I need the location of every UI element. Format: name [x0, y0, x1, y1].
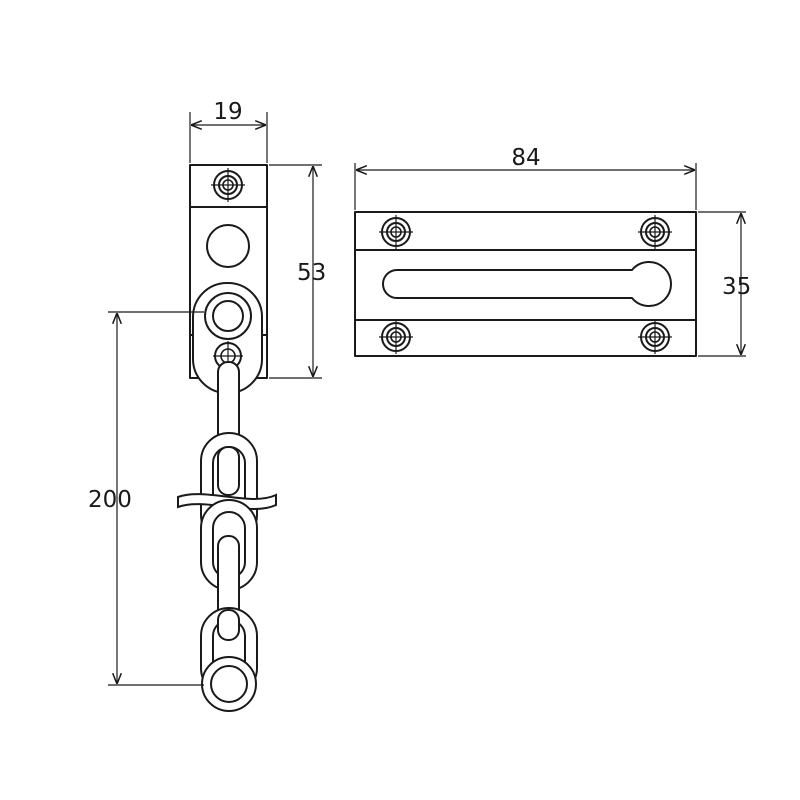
plate-hole: [206, 224, 250, 268]
dimension-label-53: 53: [297, 260, 326, 286]
dimension-label-19: 19: [213, 99, 242, 125]
slide-slot: [382, 261, 672, 307]
chain: [177, 282, 277, 712]
plate-screw-icon: [210, 167, 246, 203]
dimension-label-200: 200: [88, 487, 132, 513]
slide-screw-icon: [378, 214, 673, 355]
dimension-slide-length: 84: [354, 145, 697, 210]
slide-plate: [354, 211, 697, 357]
dimension-slide-height: 35: [698, 211, 751, 357]
dimension-chain-length: 200: [88, 311, 204, 686]
dimension-label-35: 35: [722, 274, 751, 300]
dimension-label-84: 84: [511, 145, 540, 171]
dimension-plate-height: 53: [269, 164, 326, 379]
dimension-plate-width: 19: [189, 99, 268, 163]
